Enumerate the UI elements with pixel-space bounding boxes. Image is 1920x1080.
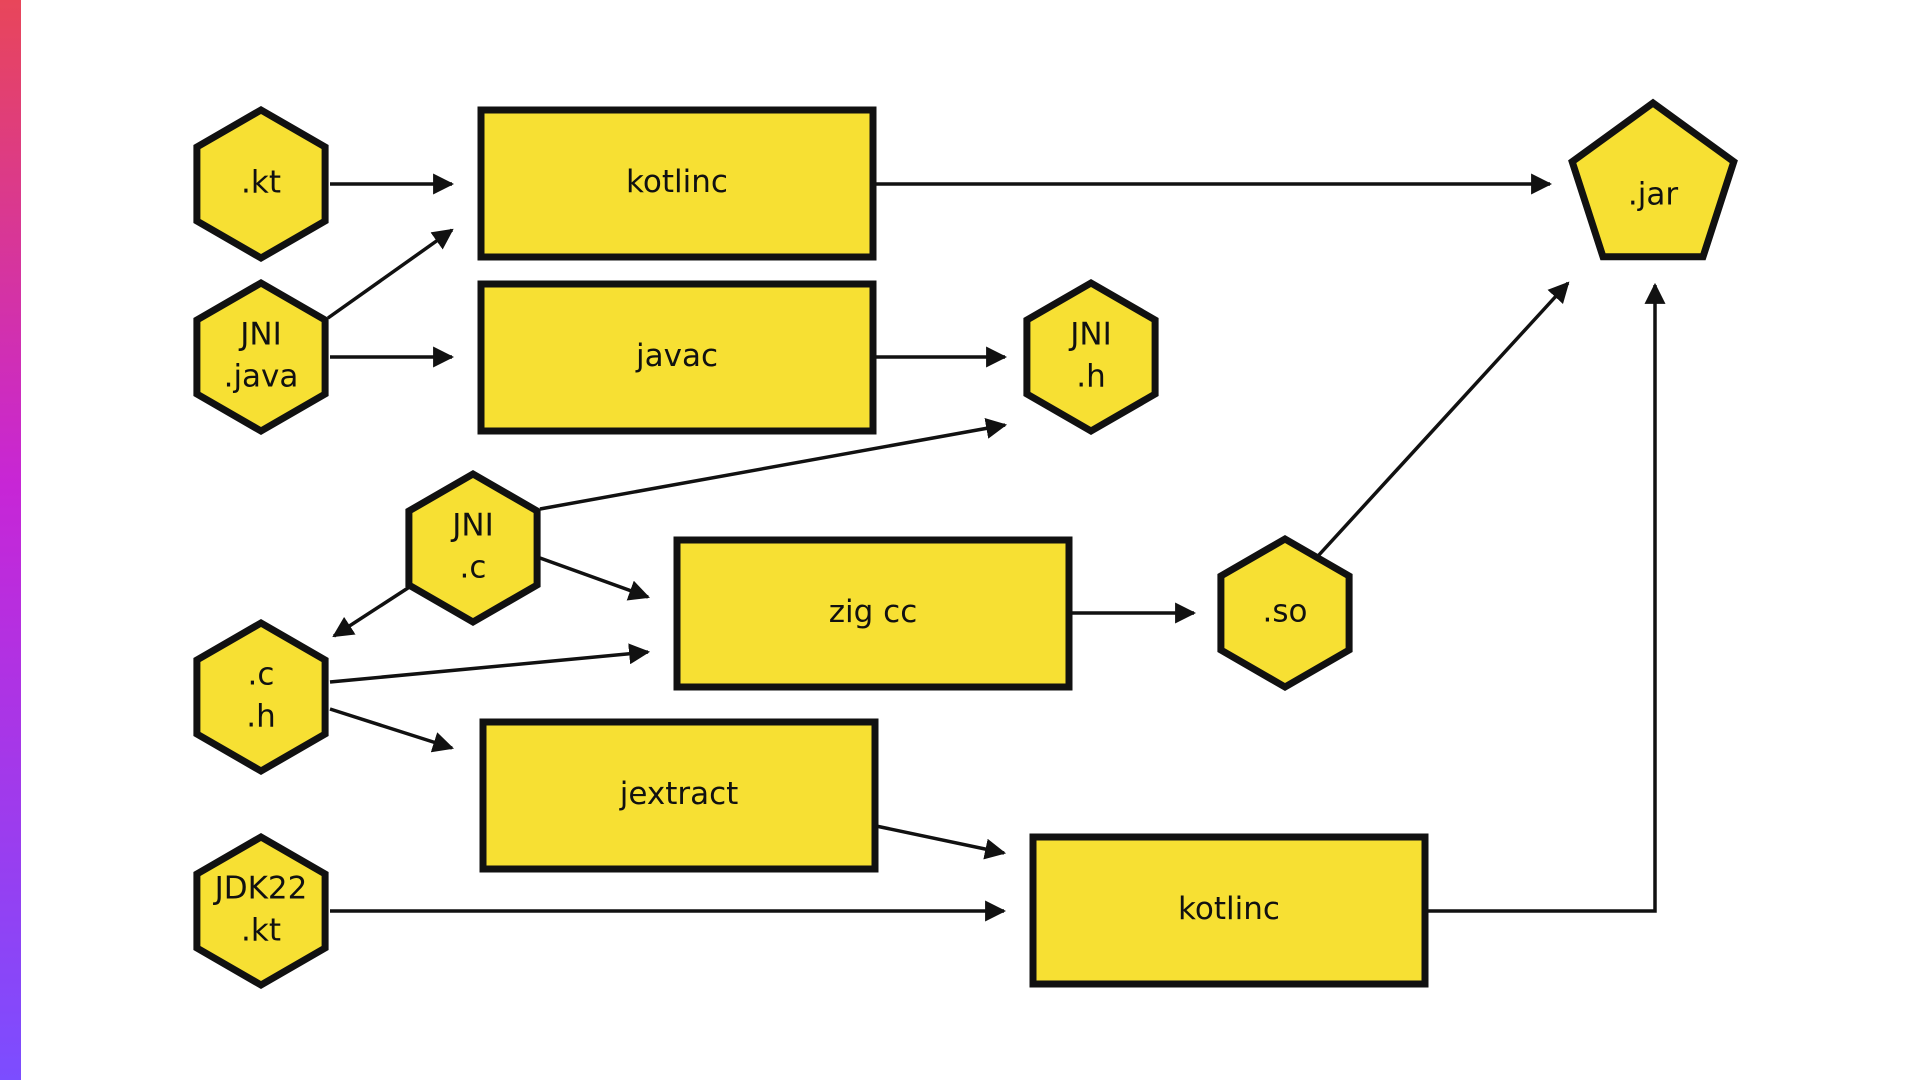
node-kotlinc-bottom: kotlinc [1029, 833, 1429, 988]
edge-jextract-to-kotlinc-bottom [875, 824, 1007, 860]
node-jdk22-kt: JDK22 .kt [193, 832, 329, 990]
node-label: zig cc [829, 594, 918, 630]
nodes-layer: .ktJNI.javaJNI.c.c.hJDK22.ktJNI.h.so.jar… [193, 98, 1738, 990]
edge-c-h-to-zig-cc [329, 643, 651, 684]
node-label: .java [224, 359, 299, 395]
node-label: jextract [619, 776, 739, 812]
node-label: .c [460, 550, 487, 586]
artifact-hexagon [193, 105, 329, 263]
node-kotlinc-top: kotlinc [477, 106, 877, 261]
node-label: javac [635, 338, 718, 374]
edge-jni-c-to-jni-h [539, 418, 1008, 511]
node-zig-cc: zig cc [673, 536, 1073, 691]
artifact-hexagon [193, 618, 329, 776]
edge-c-h-to-jextract [329, 707, 455, 753]
node-label: JNI [450, 508, 493, 544]
tool-box [673, 536, 1073, 691]
artifact-hexagon [1023, 278, 1159, 436]
artifact-hexagon [1217, 534, 1353, 692]
edge-kotlinc-bottom-to-jar [1426, 282, 1666, 913]
node-label: .h [246, 699, 276, 735]
edge-jni-c-to-zig-cc [539, 556, 650, 601]
artifact-hexagon [193, 832, 329, 990]
node-jextract: jextract [479, 718, 879, 873]
node-jni-h: JNI .h [1023, 278, 1159, 436]
node-so: .so [1217, 534, 1353, 692]
output-pentagon [1568, 98, 1738, 261]
edges-layer [326, 173, 1666, 922]
accent-gradient-bar [0, 0, 21, 1080]
node-label: kotlinc [1178, 891, 1280, 927]
node-label: JDK22 [213, 871, 308, 907]
node-label: JNI [1068, 317, 1111, 353]
artifact-hexagon [193, 278, 329, 436]
node-label: JNI [238, 317, 281, 353]
tool-box [477, 280, 877, 435]
edge-jni-java-to-kotlinc-top [326, 228, 454, 320]
tool-box [479, 718, 879, 873]
node-label: .jar [1628, 177, 1678, 213]
node-c-h: .c .h [193, 618, 329, 776]
node-label: .kt [241, 165, 281, 201]
tool-box [1029, 833, 1429, 988]
edge-jni-c-to-c-h [332, 584, 412, 638]
node-kt-input: .kt [193, 105, 329, 263]
node-jni-java: JNI .java [193, 278, 329, 436]
artifact-hexagon [405, 469, 541, 627]
node-javac: javac [477, 280, 877, 435]
node-label: .c [248, 657, 275, 693]
node-label: .kt [241, 913, 281, 949]
node-jni-c: JNI .c [405, 469, 541, 627]
node-jar: .jar [1568, 98, 1738, 261]
node-label: kotlinc [626, 164, 728, 200]
tool-box [477, 106, 877, 261]
edge-so-to-jar [1316, 281, 1570, 558]
node-label: .so [1263, 594, 1308, 630]
node-label: .h [1076, 359, 1106, 395]
